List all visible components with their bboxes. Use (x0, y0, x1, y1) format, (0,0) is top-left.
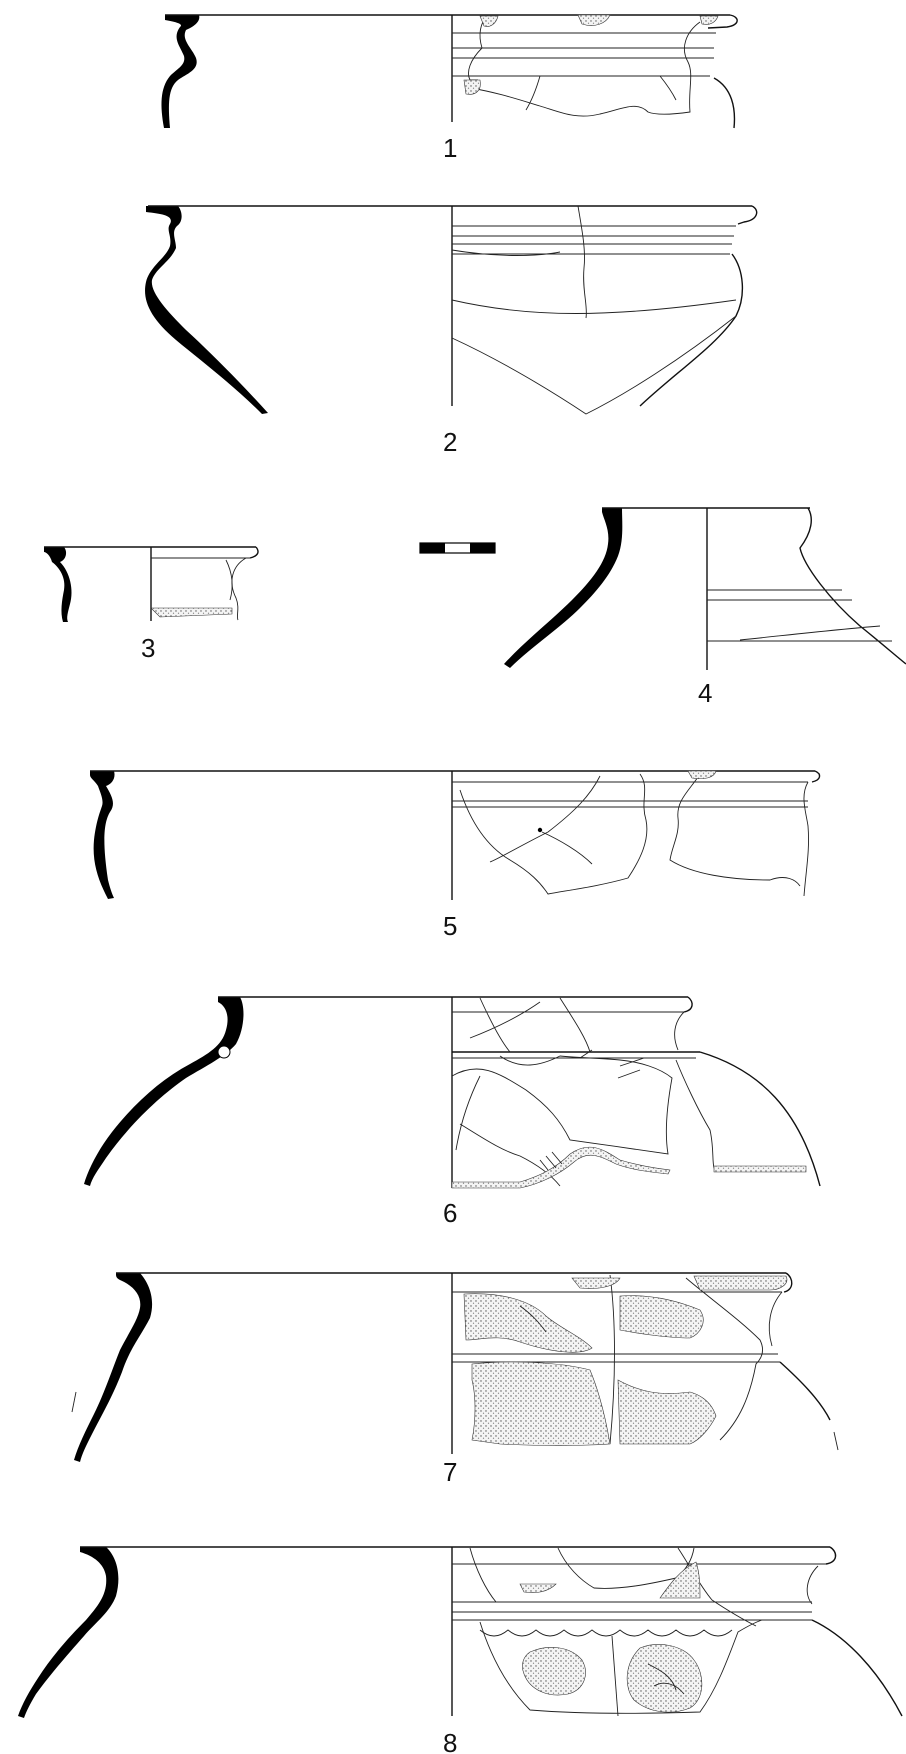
vessel-5-profile (90, 771, 115, 899)
vessel-5-drawing: 5 (90, 770, 821, 941)
vessel-1-profile (161, 15, 200, 128)
vessel-3-profile (44, 547, 72, 622)
vessel-4-label: 4 (698, 678, 712, 708)
scale-bar (419, 542, 496, 554)
vessel-7-label: 7 (443, 1457, 457, 1487)
vessel-3-label: 3 (141, 633, 155, 663)
vessel-3-drawing: 3 (44, 546, 259, 663)
vessel-8-label: 8 (443, 1728, 457, 1754)
vessel-5-label: 5 (443, 911, 457, 941)
vessel-4-profile (504, 508, 623, 668)
vessel-2-drawing: 2 (145, 205, 758, 457)
vessel-6-profile (84, 997, 244, 1186)
vessel-7-profile (74, 1273, 153, 1462)
vessel-6-label: 6 (443, 1198, 457, 1228)
vessel-2-label: 2 (443, 427, 457, 457)
vessel-1-label: 1 (443, 133, 457, 163)
vessel-8-profile (18, 1547, 119, 1718)
vessel-7-drawing: 7 (71, 1272, 839, 1487)
vessel-2-profile (145, 206, 268, 414)
vessel-1-drawing: 1 (161, 14, 738, 163)
vessel-6-drawing: 6 (84, 996, 821, 1228)
vessel-8-drawing: 8 (18, 1546, 903, 1754)
vessel-4-drawing: 4 (504, 507, 906, 708)
